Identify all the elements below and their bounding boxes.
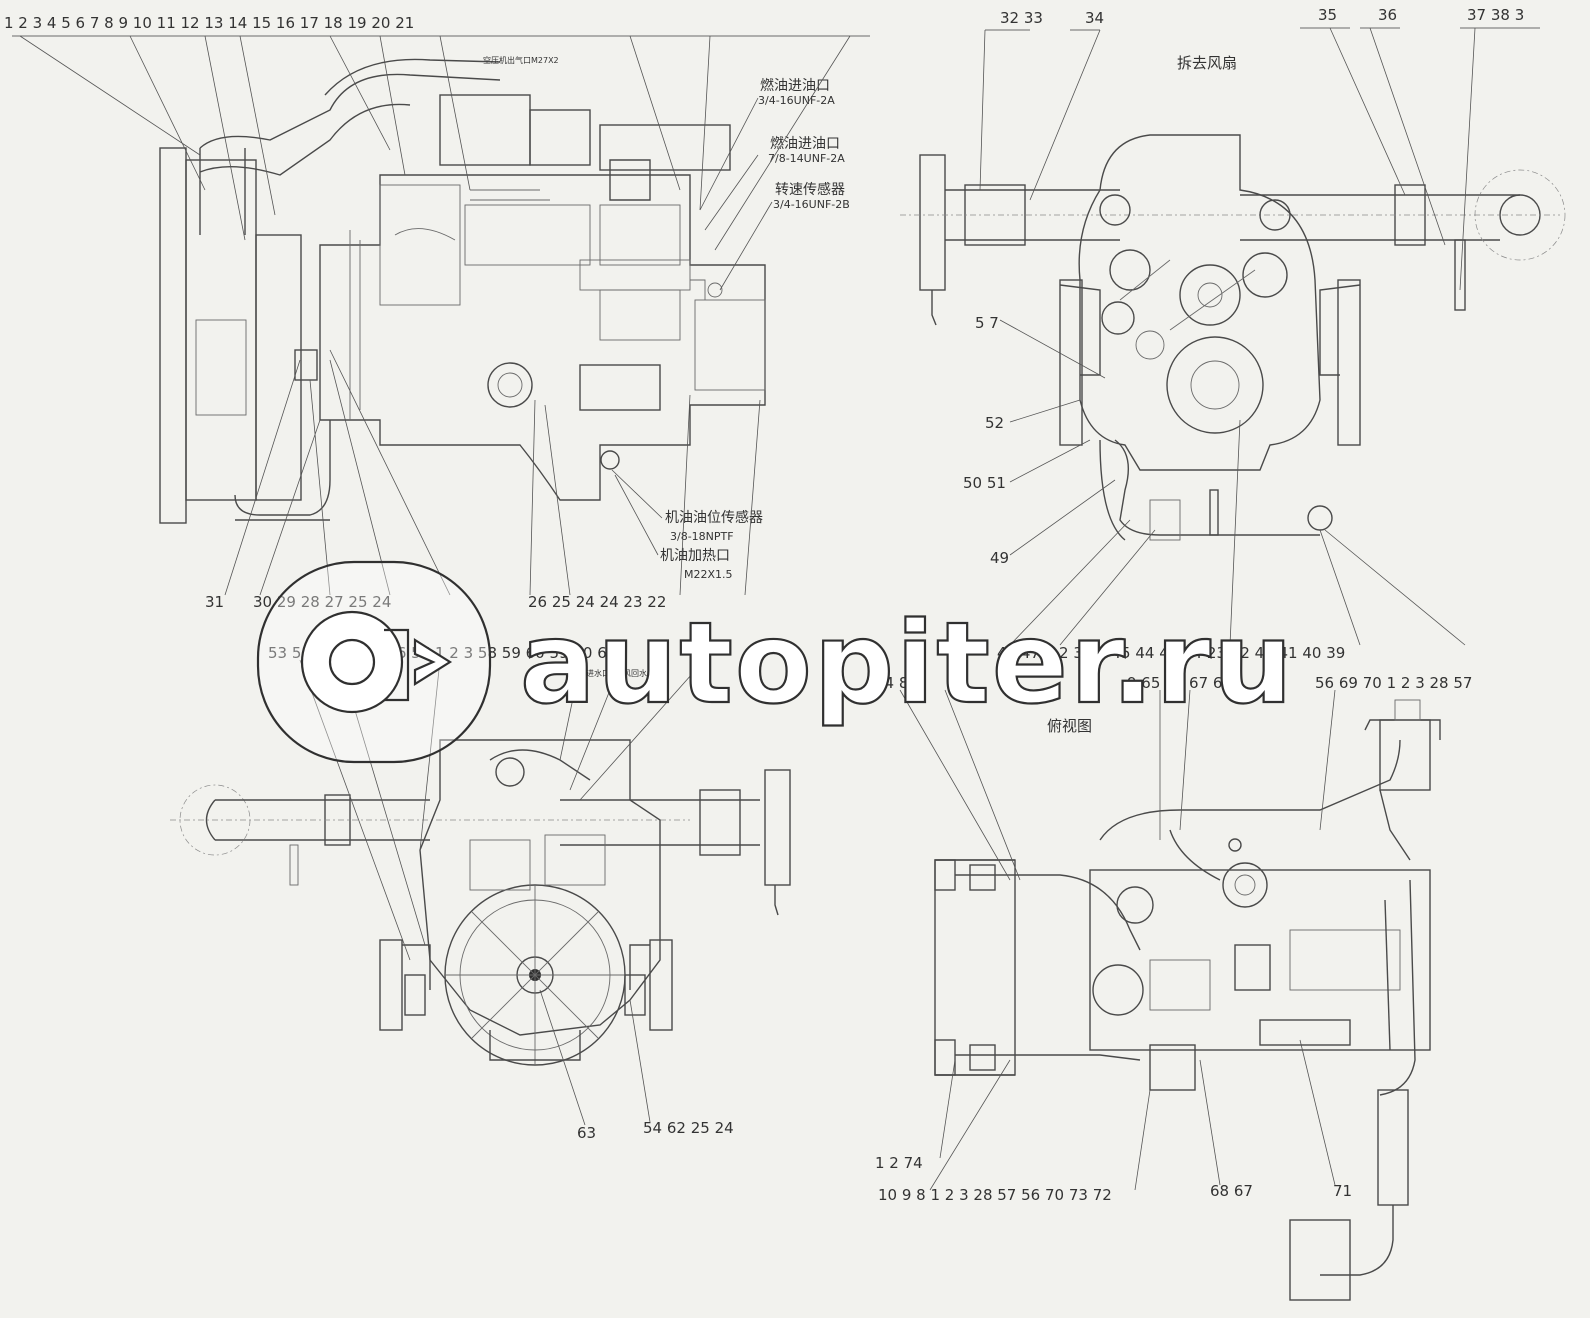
svg-text:燃油进油口: 燃油进油口 <box>760 77 830 94</box>
svg-text:转速传感器: 转速传感器 <box>775 181 845 198</box>
front-view-top-number-mid: 34 <box>1085 9 1104 27</box>
top-view-bottom-right-number: 71 <box>1333 1182 1352 1200</box>
side-view-left-number: 31 <box>205 593 224 611</box>
rear-view-heater-return-label: 暖风回水口 <box>615 668 655 678</box>
side-view-bottom-numbers: 30 29 28 27 25 24 <box>253 593 391 611</box>
front-view-side-number-4: 49 <box>990 549 1009 567</box>
front-view-top-numbers-left: 32 33 <box>1000 9 1043 27</box>
rear-view-heater-inlet-label: 暖风进水口 <box>570 668 610 678</box>
svg-text:7/8-14UNF-2A: 7/8-14UNF-2A <box>768 152 845 165</box>
top-view-bottom-mid-numbers: 68 67 <box>1210 1182 1253 1200</box>
side-view-top-numbers: 1 2 3 4 5 6 7 8 9 10 11 12 13 14 15 16 1… <box>4 14 414 32</box>
front-view-side-number-3: 50 51 <box>963 474 1006 492</box>
top-view-title: 俯视图 <box>1047 717 1092 735</box>
top-view-bottom-left-numbers: 1 2 74 <box>875 1154 923 1172</box>
side-view-annotation-3: 转速传感器 3/4-16UNF-2B <box>773 181 850 211</box>
side-view: 1 2 3 4 5 6 7 8 9 10 11 12 13 14 15 16 1… <box>4 14 870 611</box>
side-view-annotation-5: 机油加热口 M22X1.5 <box>660 548 733 581</box>
svg-text:3/4-16UNF-2B: 3/4-16UNF-2B <box>773 198 850 211</box>
svg-text:机油油位传感器: 机油油位传感器 <box>665 509 763 526</box>
side-view-annotation-1: 燃油进油口 3/4-16UNF-2A <box>758 77 835 107</box>
top-view-top-numbers-mid: 9 65 66 67 68 <box>1127 674 1232 692</box>
front-view-title: 拆去风扇 <box>1177 54 1237 72</box>
watermark: autopiter.ru <box>256 560 1295 764</box>
front-view-side-number-2: 52 <box>985 414 1004 432</box>
top-view-top-numbers-left: 64 8 9 <box>875 674 923 692</box>
svg-text:燃油进油口: 燃油进油口 <box>770 135 840 152</box>
watermark-arrow-icon <box>413 638 453 686</box>
svg-text:3/8-18NPTF: 3/8-18NPTF <box>670 530 734 543</box>
side-view-annotation-2: 燃油进油口 7/8-14UNF-2A <box>768 135 845 165</box>
watermark-text: autopiter.ru <box>520 599 1295 729</box>
svg-text:M22X1.5: M22X1.5 <box>684 568 733 581</box>
front-view-bottom-numbers: 48 47 1 2 3 46 45 44 43 24 23 22 42 41 4… <box>997 644 1345 662</box>
rear-view-bottom-number-1: 63 <box>577 1124 596 1142</box>
front-view-side-number-1: 5 7 <box>975 314 999 332</box>
svg-text:机油加热口: 机油加热口 <box>660 548 730 564</box>
front-view-top-numbers-r3: 37 38 3 <box>1467 6 1524 24</box>
side-view-compressor-label: 空压机出气口M27X2 <box>483 55 559 65</box>
front-view-top-numbers-right: 35 <box>1318 6 1337 24</box>
side-view-annotation-4: 机油油位传感器 3/8-18NPTF <box>665 509 763 543</box>
front-view-top-number-r2: 36 <box>1378 6 1397 24</box>
side-view-bottom-right-numbers: 26 25 24 24 23 22 <box>528 593 666 611</box>
top-view: 俯视图 64 8 9 9 65 66 67 68 56 69 70 1 2 3 … <box>875 674 1472 1301</box>
top-view-top-numbers-right: 56 69 70 1 2 3 28 57 <box>1315 674 1472 692</box>
svg-text:3/4-16UNF-2A: 3/4-16UNF-2A <box>758 94 835 107</box>
rear-view-bottom-number-2: 54 62 25 24 <box>643 1119 734 1137</box>
front-view: 拆去风扇 32 33 34 35 36 37 38 3 <box>900 6 1566 662</box>
top-view-bottom-row-numbers: 10 9 8 1 2 3 28 57 56 70 73 72 <box>878 1186 1112 1204</box>
